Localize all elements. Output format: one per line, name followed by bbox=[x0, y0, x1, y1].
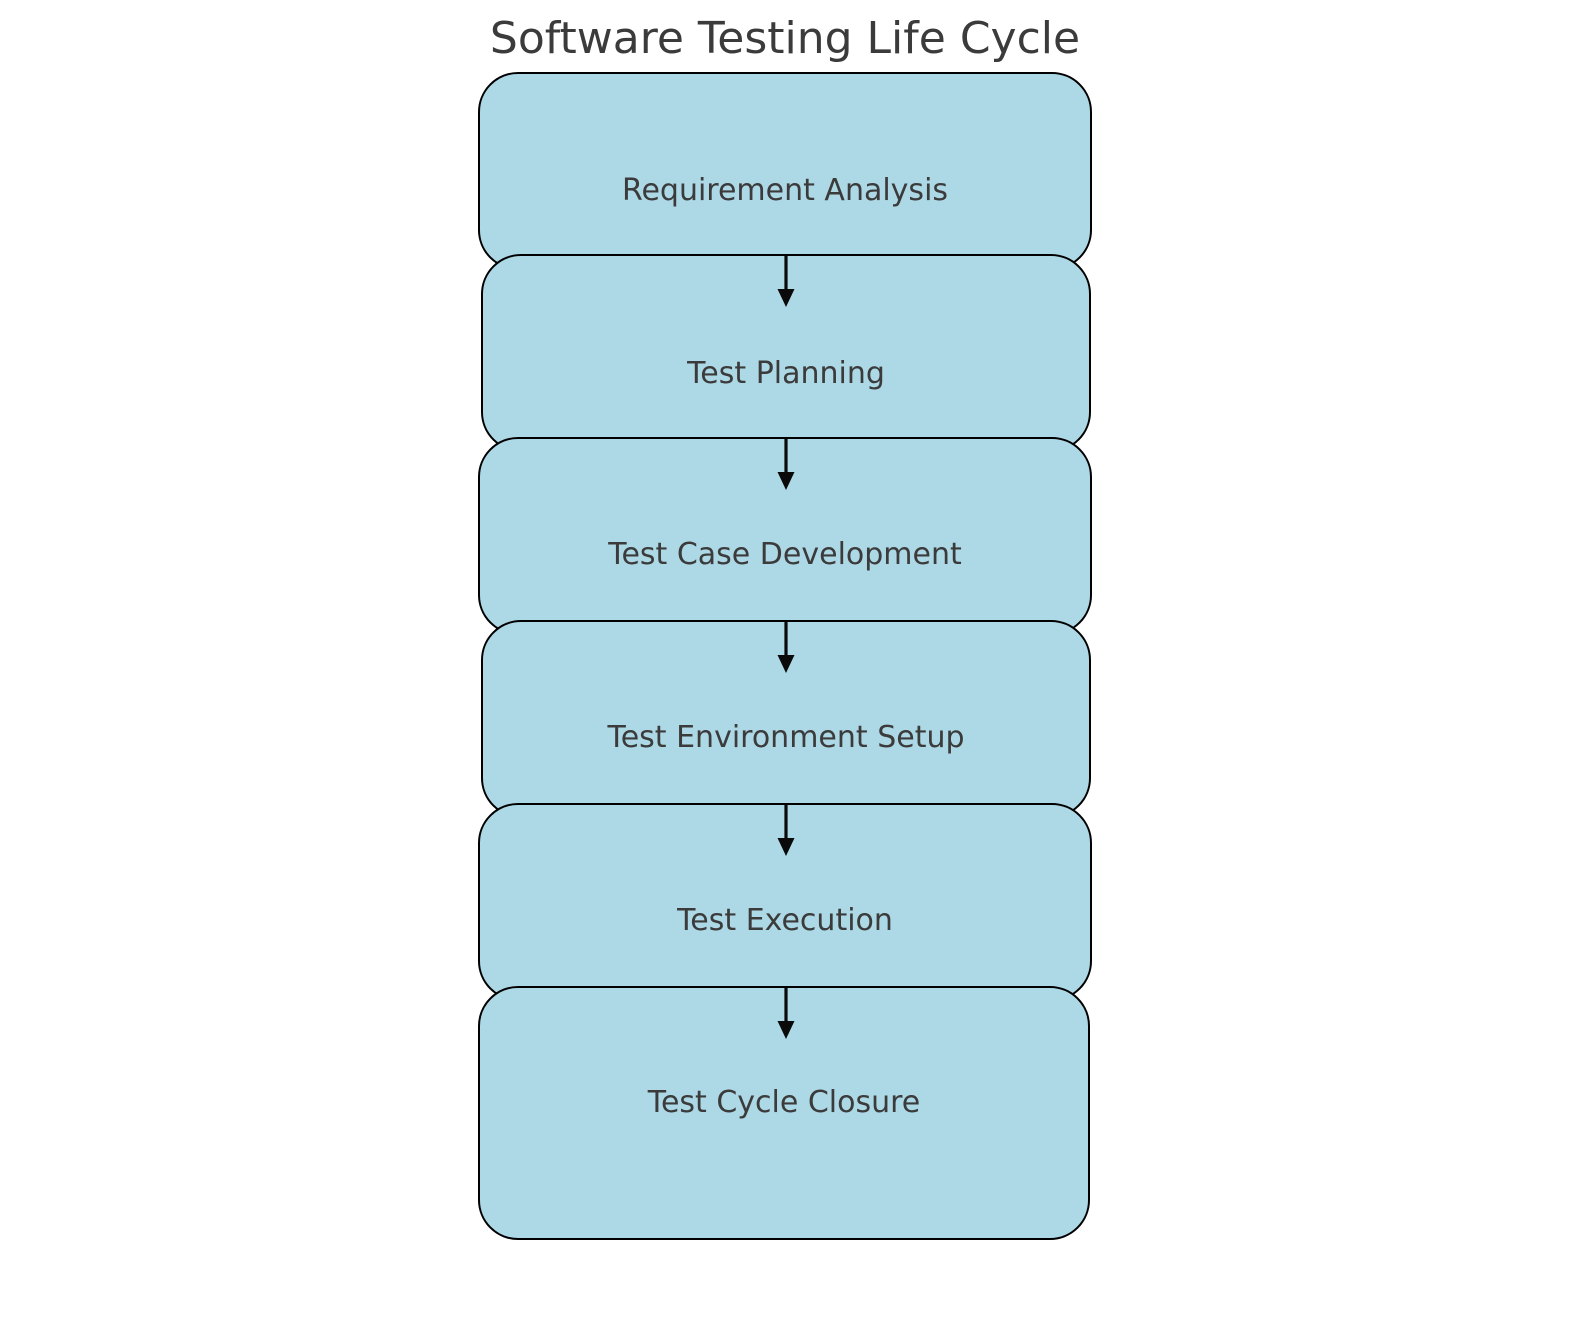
stage-node-test-environment-setup[interactable]: Test Environment Setup bbox=[481, 620, 1091, 818]
stage-node-test-execution[interactable]: Test Execution bbox=[478, 803, 1092, 1001]
stage-node-test-planning[interactable]: Test Planning bbox=[481, 254, 1091, 452]
stage-node-test-case-development[interactable]: Test Case Development bbox=[478, 437, 1092, 635]
stage-node-requirement-analysis[interactable]: Requirement Analysis bbox=[478, 72, 1092, 270]
stage-label-test-case-development: Test Case Development bbox=[608, 537, 962, 572]
stage-label-test-cycle-closure: Test Cycle Closure bbox=[647, 1085, 921, 1120]
stage-label-requirement-analysis: Requirement Analysis bbox=[621, 173, 949, 208]
stage-label-test-environment-setup: Test Environment Setup bbox=[607, 720, 965, 755]
stage-node-test-cycle-closure[interactable]: Test Cycle Closure bbox=[478, 986, 1090, 1240]
stage-label-test-execution: Test Execution bbox=[677, 903, 893, 938]
page-title: Software Testing Life Cycle bbox=[489, 13, 1081, 64]
stage-label-test-planning: Test Planning bbox=[687, 356, 885, 391]
